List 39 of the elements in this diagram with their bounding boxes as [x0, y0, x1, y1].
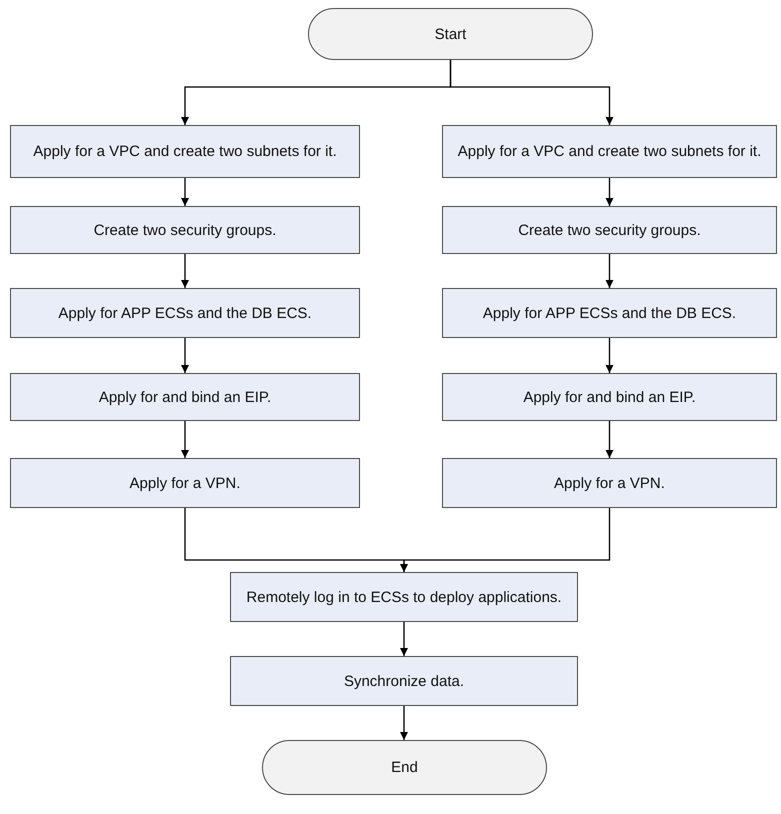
process-box: [442, 206, 777, 254]
node-label: Create two security groups.: [94, 220, 276, 240]
node-label: End: [391, 758, 418, 777]
node-label: Synchronize data.: [344, 672, 464, 690]
process-box: [442, 458, 777, 508]
node-label: Apply for and bind an EIP.: [98, 388, 272, 406]
process-box: [10, 373, 360, 421]
node-label: Apply for APP ECSs and the DB ECS.: [58, 304, 312, 322]
arrow: [400, 706, 408, 740]
node-label: Apply for a VPN.: [130, 474, 240, 492]
process-box: [10, 288, 360, 338]
node-label: Remotely log in to ECSs to deploy applications.: [246, 588, 562, 606]
arrow: [400, 622, 408, 656]
process-box: [10, 125, 360, 178]
process-box: [230, 656, 578, 706]
arrow: [181, 421, 189, 458]
process-box: [230, 572, 578, 622]
process-box: [442, 373, 777, 421]
arrow: [181, 254, 189, 288]
process-box: [10, 206, 360, 254]
node-label: Apply for APP ECSs and the DB ECS.: [482, 304, 736, 322]
node-label: Start: [434, 24, 466, 44]
terminal-shape: [308, 8, 593, 60]
arrow: [181, 338, 189, 373]
node-label: Apply for a VPN.: [554, 474, 665, 492]
process-box: [442, 125, 777, 178]
arrow: [400, 508, 610, 572]
arrow: [450, 60, 614, 125]
node-label: Apply for a VPC and create two subnets for it.: [33, 142, 337, 161]
arrow: [606, 254, 614, 288]
arrow: [606, 338, 614, 373]
process-box: [10, 458, 360, 508]
arrow: [606, 178, 614, 206]
node-label: Apply for a VPC and create two subnets for it.: [458, 142, 762, 161]
node-label: Apply for and bind an EIP.: [523, 388, 696, 406]
arrow: [606, 421, 614, 458]
arrow: [181, 178, 189, 206]
process-box: [442, 288, 777, 338]
node-label: Create two security groups.: [518, 220, 701, 240]
